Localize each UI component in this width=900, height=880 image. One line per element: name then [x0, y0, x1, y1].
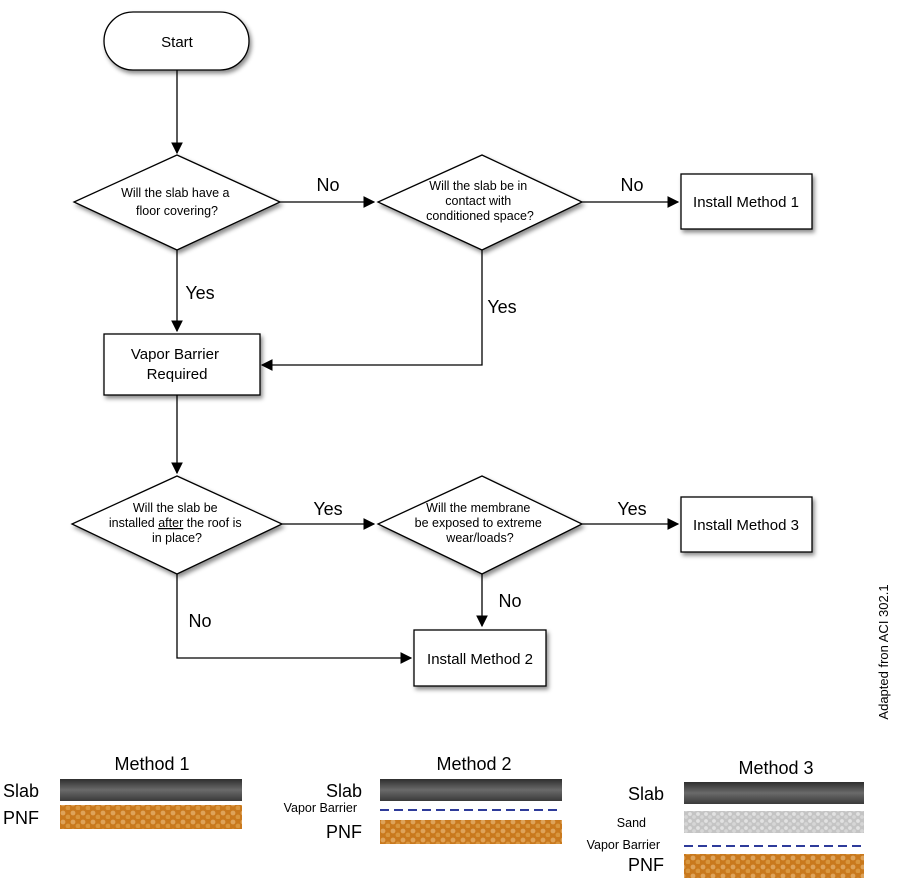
label-membrane-no: No: [498, 591, 521, 611]
method2-label: Install Method 2: [427, 651, 533, 668]
label-floor-yes: Yes: [185, 283, 214, 303]
method2-box: Install Method 2: [413, 629, 547, 687]
method3-slab-label: Slab: [628, 784, 664, 804]
method2-slab-layer: [380, 779, 562, 801]
method3-vapor-label: Vapor Barrier: [587, 838, 660, 852]
decision-conditioned-space: Will the slab be in contact with conditi…: [376, 154, 584, 251]
decision-after-roof-text: Will the slab be installed after the roo…: [109, 501, 245, 545]
method1-title: Method 1: [114, 754, 189, 774]
label-roof-no: No: [188, 611, 211, 631]
label-cond-no: No: [620, 175, 643, 195]
edge-roof-no: [176, 574, 413, 664]
method3-box: Install Method 3: [680, 496, 813, 553]
method3-section: Method 3 Slab Sand Vapor Barrier PNF: [587, 758, 864, 878]
method2-title: Method 2: [436, 754, 511, 774]
method3-sand-label: Sand: [617, 816, 646, 830]
decision-floor-covering: Will the slab have a floor covering?: [72, 154, 282, 251]
method3-pnf-layer: [684, 854, 864, 878]
credit-text: Adapted fron ACI 302.1: [876, 584, 891, 719]
method1-box: Install Method 1: [680, 173, 813, 230]
start-label: Start: [161, 34, 194, 51]
method2-section: Method 2 Slab Vapor Barrier PNF: [284, 754, 562, 844]
method2-slab-label: Slab: [326, 781, 362, 801]
method1-slab-layer: [60, 779, 242, 801]
method1-slab-label: Slab: [3, 781, 39, 801]
method2-pnf-layer: [380, 820, 562, 844]
decision-conditioned-space-text: Will the slab be in contact with conditi…: [426, 179, 534, 223]
method3-label: Install Method 3: [693, 517, 799, 534]
decision-after-roof: Will the slab be installed after the roo…: [70, 475, 284, 575]
method3-pnf-label: PNF: [628, 855, 664, 875]
decision-membrane-text: Will the membrane be exposed to extreme …: [415, 501, 546, 545]
method3-title: Method 3: [738, 758, 813, 778]
method3-slab-layer: [684, 782, 864, 804]
edge-labels: No No Yes Yes Yes Yes No No: [185, 175, 646, 631]
connectors: [171, 70, 680, 664]
method1-pnf-label: PNF: [3, 808, 39, 828]
decision-floor-covering-text: Will the slab have a floor covering?: [121, 186, 233, 218]
edge-cond-yes: [260, 250, 483, 371]
underlined-after: after: [158, 516, 183, 530]
label-roof-yes: Yes: [313, 499, 342, 519]
start-node: Start: [103, 11, 250, 71]
label-cond-yes: Yes: [487, 297, 516, 317]
vapor-barrier-required-box: Vapor Barrier Required: [103, 333, 261, 396]
decision-membrane: Will the membrane be exposed to extreme …: [376, 475, 584, 575]
method2-vapor-label: Vapor Barrier: [284, 801, 357, 815]
label-membrane-yes: Yes: [617, 499, 646, 519]
method1-pnf-layer: [60, 805, 242, 829]
method2-pnf-label: PNF: [326, 822, 362, 842]
vapor-barrier-required-text: Vapor Barrier Required: [131, 346, 223, 383]
method1-section: Method 1 Slab PNF: [3, 754, 242, 829]
method1-label: Install Method 1: [693, 194, 799, 211]
label-floor-no: No: [316, 175, 339, 195]
method3-sand-layer: [684, 811, 864, 833]
